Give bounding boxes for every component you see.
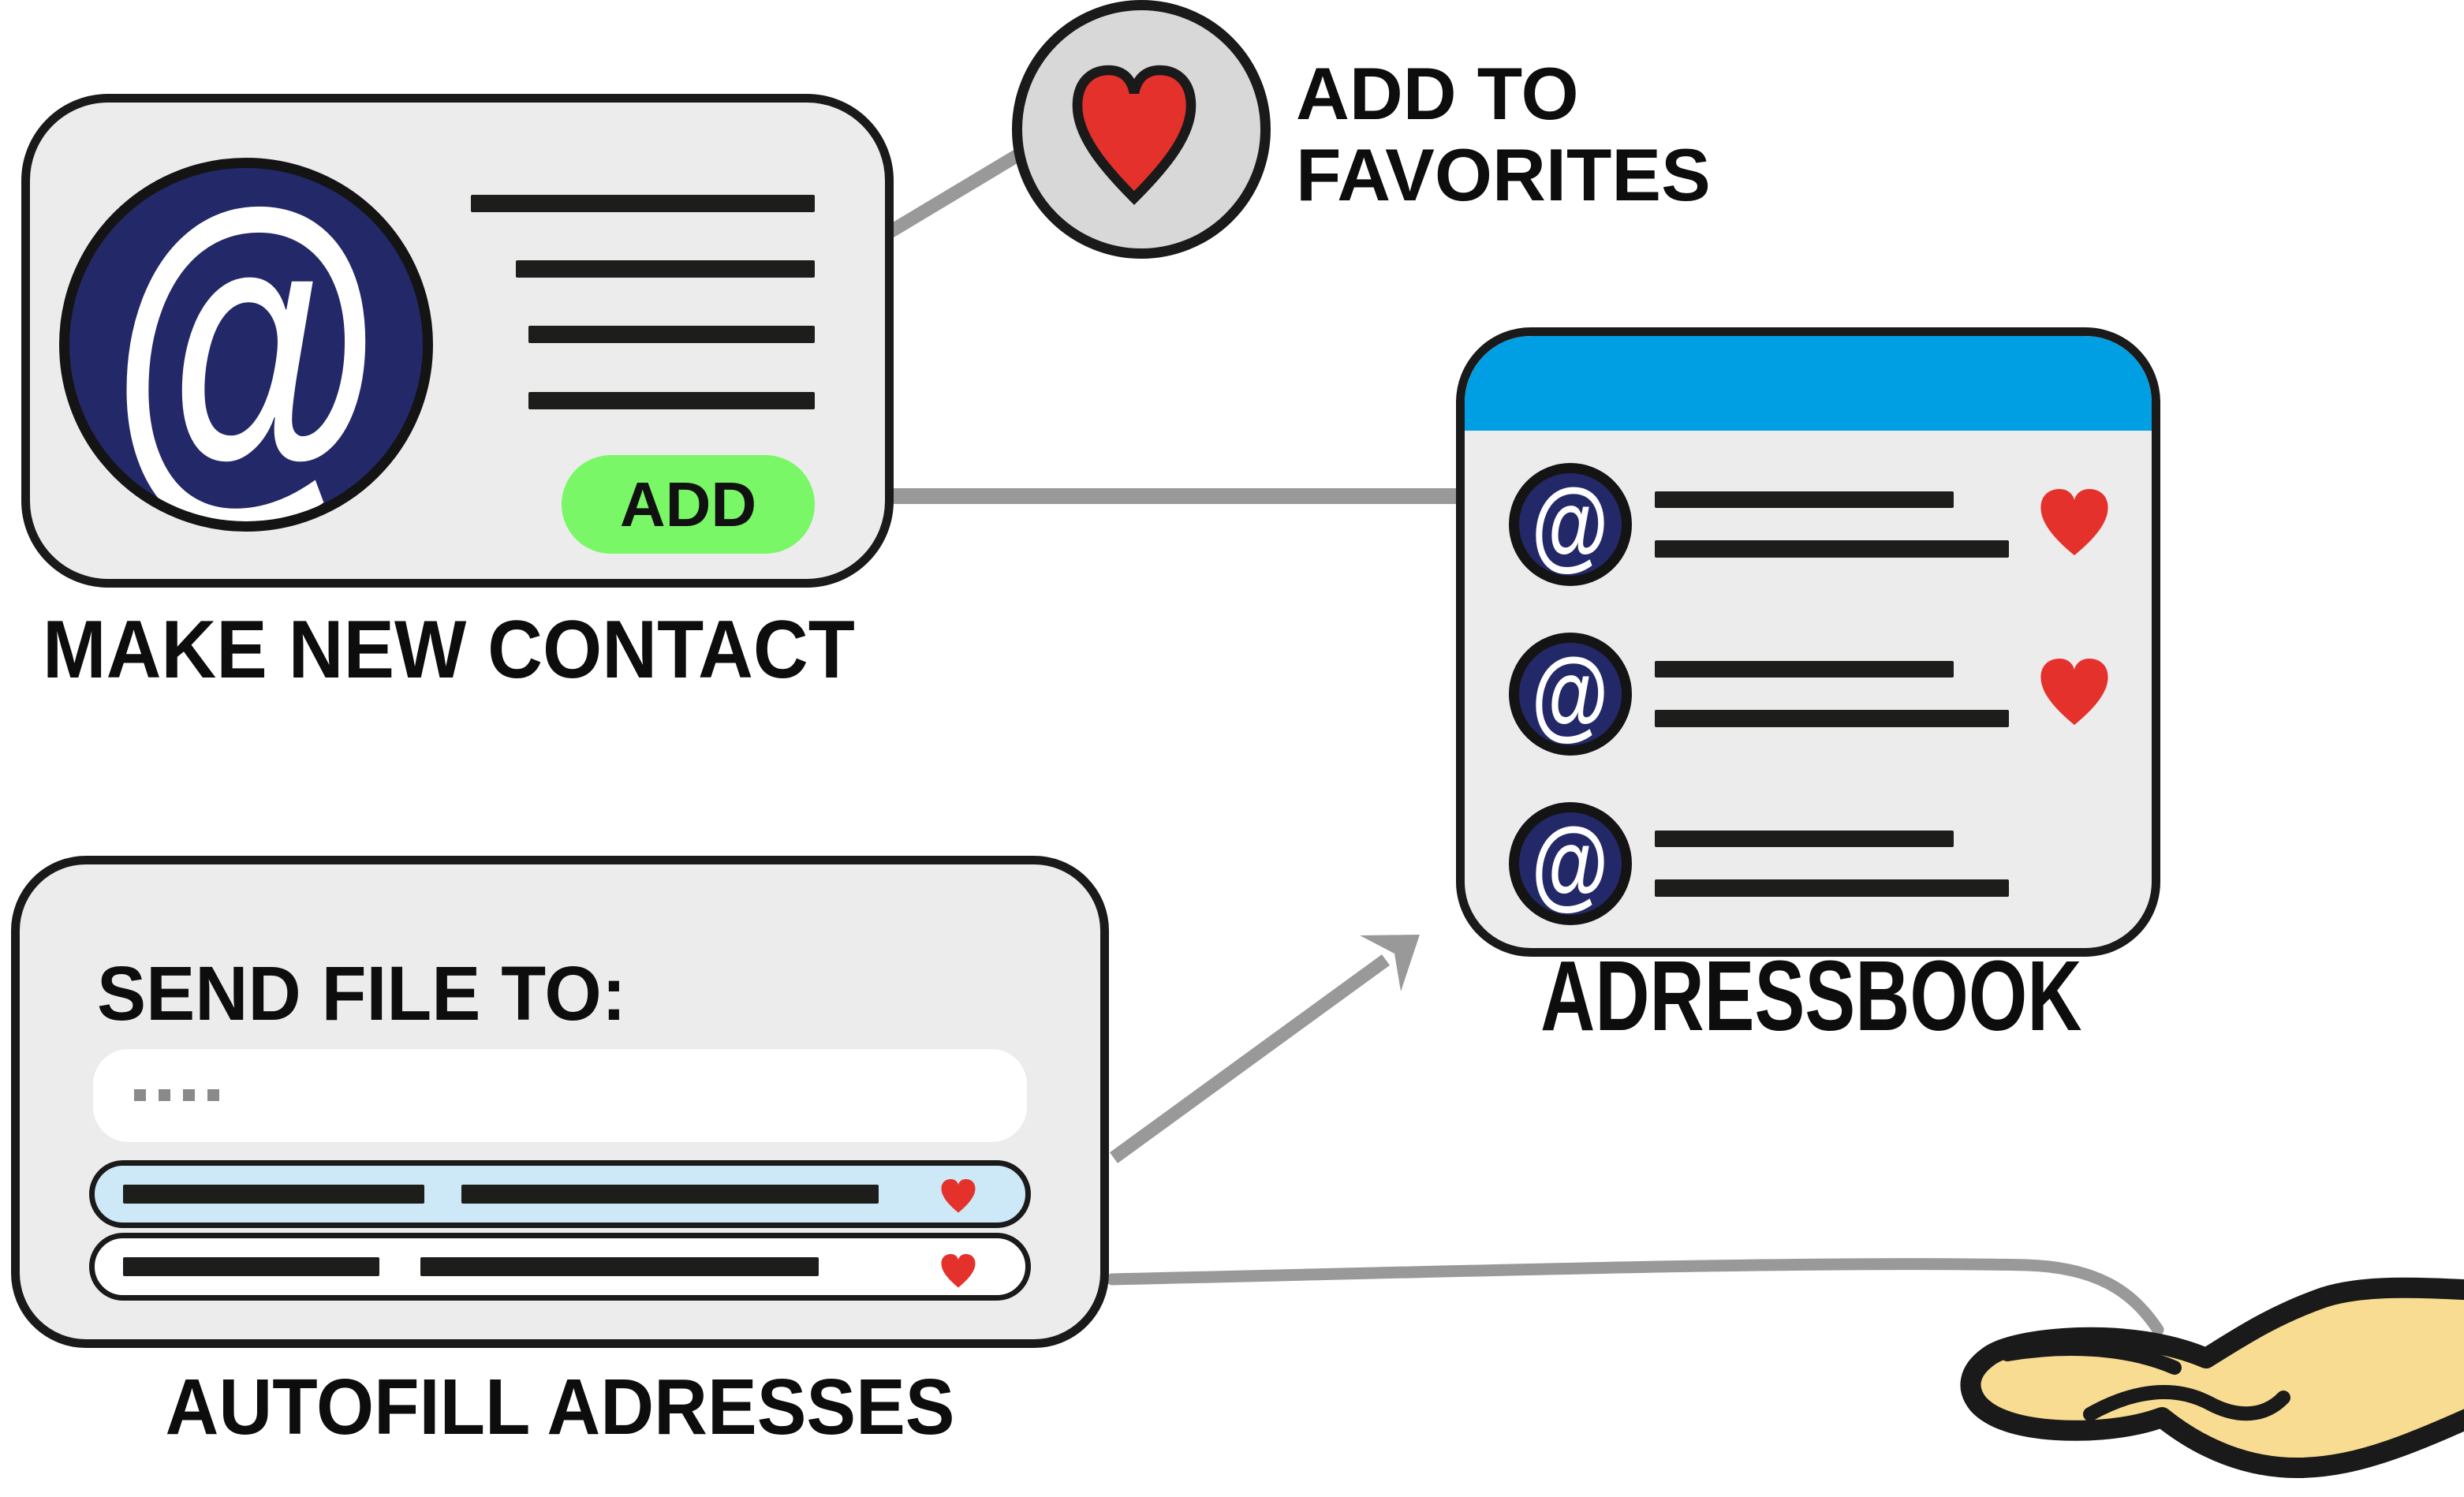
- connector-autofill-to-hand: [1106, 1258, 2164, 1336]
- receiving-hand-icon: [1960, 1277, 2464, 1479]
- send-file-to-label: SEND FILE TO:: [97, 950, 626, 1036]
- add-button-label: ADD: [619, 469, 757, 539]
- text-line-placeholder: [123, 1257, 379, 1276]
- at-icon: @: [1509, 633, 1632, 756]
- add-to-favorites-label-line1: ADD TO: [1296, 52, 1579, 135]
- at-symbol: @: [1532, 637, 1609, 751]
- text-line-placeholder: [1655, 661, 1954, 678]
- text-line-placeholder: [1655, 879, 2009, 897]
- recipient-input[interactable]: [93, 1049, 1027, 1142]
- typing-dots-icon: [134, 1089, 219, 1101]
- add-to-favorites-label-line2: FAVORITES: [1296, 133, 1711, 216]
- favorite-heart-icon[interactable]: [2031, 486, 2118, 564]
- addressbook-titlebar: [1465, 336, 2152, 431]
- contact-row[interactable]: @: [1465, 633, 2152, 756]
- make-new-contact-label: MAKE NEW CONTACT: [43, 604, 855, 696]
- text-line-placeholder: [528, 326, 815, 343]
- favorite-heart-icon[interactable]: [2031, 655, 2118, 734]
- favorite-heart-icon[interactable]: [937, 1178, 980, 1217]
- favorite-heart-icon[interactable]: [937, 1252, 980, 1292]
- text-line-placeholder: [123, 1185, 424, 1204]
- text-line-placeholder: [1655, 710, 2009, 727]
- text-line-placeholder: [1655, 831, 1954, 847]
- suggestion-row-highlighted[interactable]: [89, 1160, 1031, 1228]
- at-icon: @: [59, 158, 433, 532]
- make-new-contact-card: @ ADD: [21, 94, 894, 588]
- text-line-placeholder: [528, 392, 815, 409]
- connector-contact-to-favorites: [883, 140, 1037, 240]
- connector-autofill-to-addressbook: [1109, 954, 1391, 1163]
- contact-row[interactable]: @: [1465, 463, 2152, 586]
- autofill-panel: SEND FILE TO:: [11, 856, 1109, 1348]
- heart-icon: [1072, 65, 1197, 205]
- text-line-placeholder: [516, 260, 815, 278]
- contact-row[interactable]: @: [1465, 802, 2152, 925]
- addressbook-label: ADRESSBOOK: [1540, 940, 2082, 1051]
- at-symbol: @: [1532, 807, 1609, 920]
- text-line-placeholder: [1655, 491, 1954, 508]
- addressbook-window: @ @ @: [1456, 327, 2160, 957]
- text-line-placeholder: [420, 1257, 819, 1276]
- text-line-placeholder: [471, 195, 815, 212]
- text-line-placeholder: [461, 1185, 879, 1204]
- text-line-placeholder: [1655, 540, 2009, 558]
- at-icon: @: [1509, 802, 1632, 925]
- at-symbol: @: [1532, 468, 1609, 581]
- add-to-favorites-label: ADD TO FAVORITES: [1296, 53, 1711, 215]
- add-to-favorites-badge[interactable]: [1012, 0, 1271, 259]
- suggestion-row[interactable]: [89, 1233, 1031, 1301]
- at-icon: @: [1509, 463, 1632, 586]
- arrowhead-icon: [1360, 935, 1420, 991]
- at-symbol: @: [110, 158, 382, 532]
- add-button[interactable]: ADD: [562, 455, 815, 554]
- autofill-label: AUTOFILL ADRESSES: [165, 1363, 955, 1451]
